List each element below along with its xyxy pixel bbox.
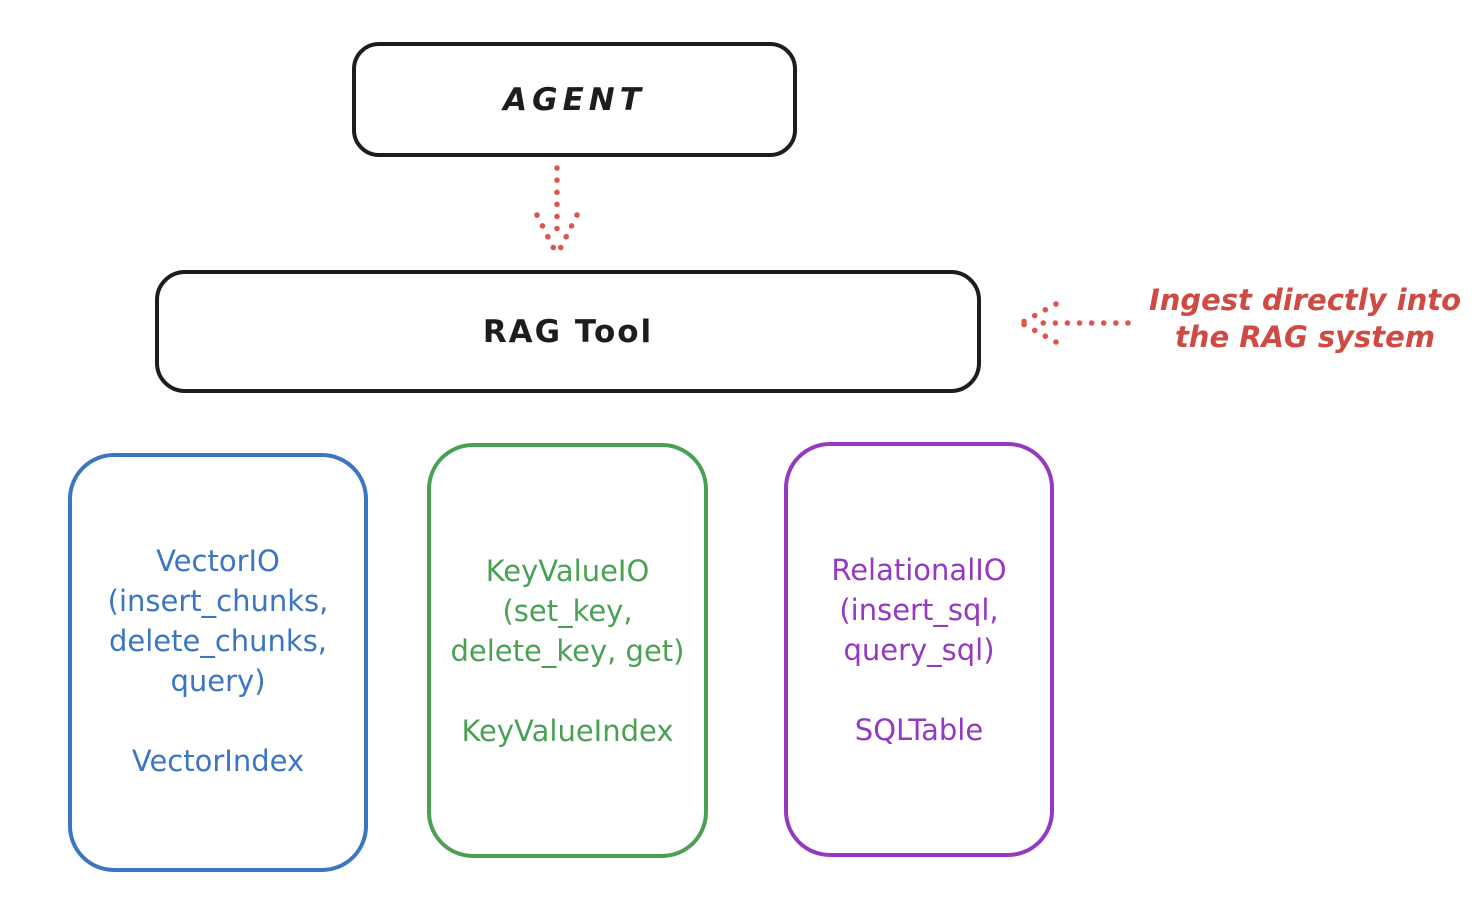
keyvalue-io-node[interactable]: KeyValueIO (set_key, delete_key, get) KeyV… <box>427 443 708 858</box>
storage-box-line: query_sql) <box>843 633 995 667</box>
ingest-arrow[interactable] <box>1016 298 1134 348</box>
sql-table-label: SQLTable <box>854 713 984 747</box>
storage-box-line: (insert_chunks, <box>107 584 329 618</box>
relational-io-lines: RelationalIO (insert_sql, query_sql) <box>788 550 1050 670</box>
arrow-left-icon <box>1020 301 1131 345</box>
vector-index-label: VectorIndex <box>131 744 305 778</box>
storage-box-line: query) <box>170 664 266 698</box>
storage-box-line: (set_key, <box>502 594 633 628</box>
ingest-annotation-line2: the RAG system <box>1174 320 1436 354</box>
storage-box-line: RelationalIO <box>831 553 1007 587</box>
spacer <box>431 671 704 711</box>
storage-box-line: VectorIO <box>156 544 280 578</box>
spacer <box>788 670 1050 710</box>
storage-box-line: delete_key, get) <box>450 634 685 668</box>
vector-io-lines: VectorIO (insert_chunks, delete_chunks,que… <box>72 541 364 701</box>
agent-label: AGENT <box>503 81 646 118</box>
arrow-down-icon <box>534 165 580 256</box>
storage-box-line: delete_chunks, <box>108 624 328 658</box>
keyvalue-io-lines: KeyValueIO (set_key, delete_key, get) <box>431 551 704 671</box>
agent-to-ragtool-arrow[interactable] <box>526 160 588 262</box>
agent-node[interactable]: AGENT <box>352 42 797 157</box>
rag-tool-label: RAG Tool <box>482 313 654 350</box>
ingest-annotation[interactable]: Ingest directly into the RAG system <box>1140 282 1470 356</box>
vector-io-node[interactable]: VectorIO (insert_chunks, delete_chunks,que… <box>68 453 368 872</box>
ingest-annotation-line1: Ingest directly into <box>1148 283 1462 317</box>
relational-io-node[interactable]: RelationalIO (insert_sql, query_sql) SQLTa… <box>784 442 1054 857</box>
rag-tool-node[interactable]: RAG Tool <box>155 270 981 393</box>
storage-box-line: (insert_sql, <box>839 593 999 627</box>
storage-box-line: KeyValueIO <box>485 554 650 588</box>
spacer <box>72 701 364 741</box>
keyvalue-index-label: KeyValueIndex <box>461 714 674 748</box>
